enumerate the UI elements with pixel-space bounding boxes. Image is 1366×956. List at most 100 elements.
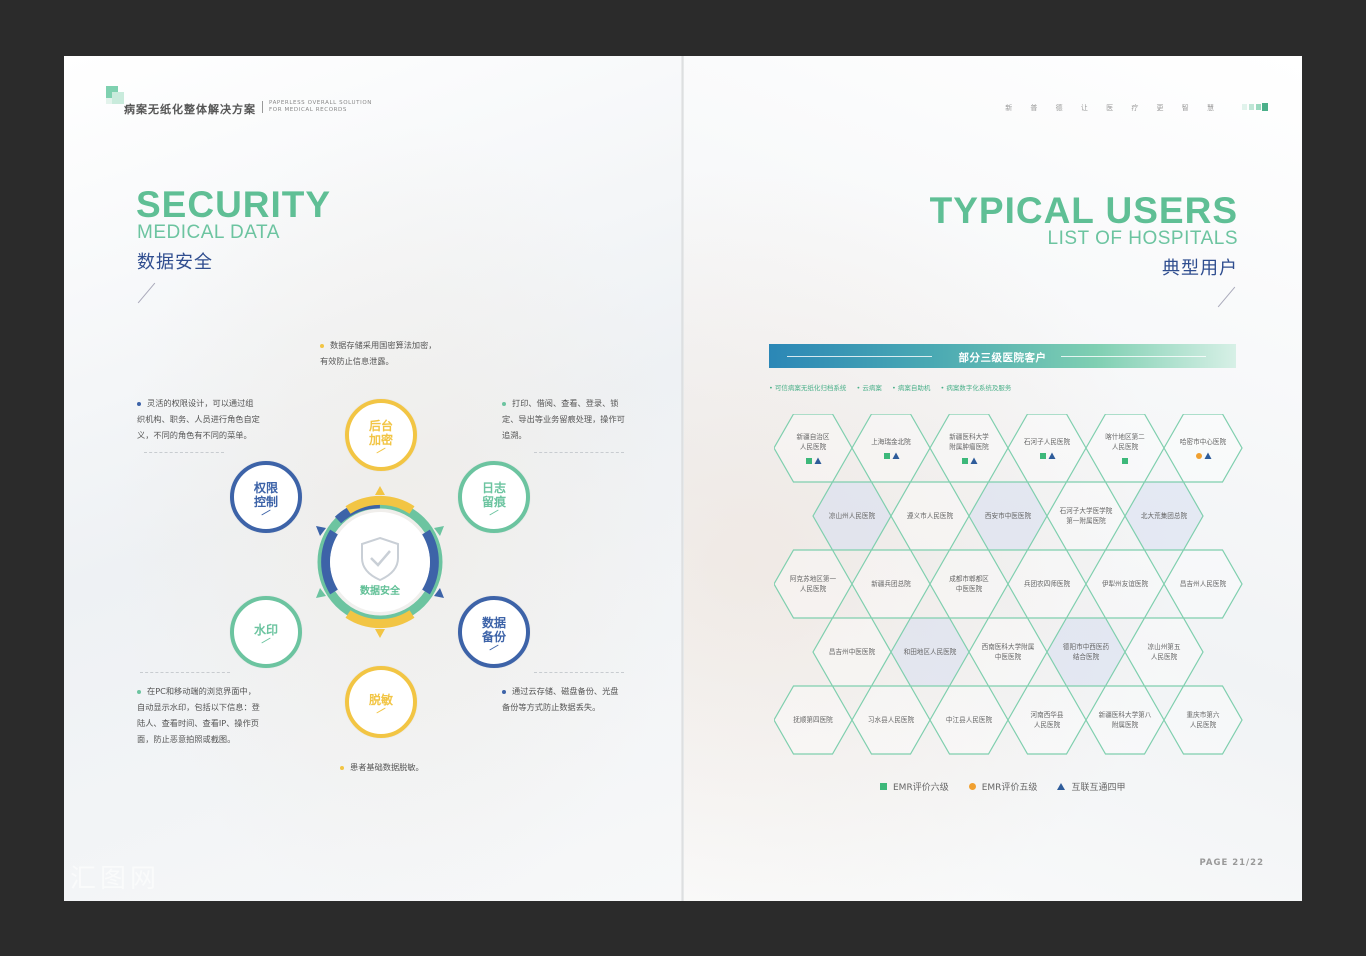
- hex-shape: [851, 414, 931, 483]
- hospital-name: 凉山州第五: [1148, 642, 1181, 651]
- hospital-name: 德阳市中西医药: [1063, 642, 1110, 651]
- hospital-name: 习水县人民医院: [868, 715, 915, 724]
- connector-line: [534, 672, 624, 673]
- arrow-icon: [434, 588, 444, 598]
- node-backup: 数据 备份: [458, 596, 530, 668]
- node-underline: [489, 644, 499, 651]
- hospital-hex: 伊犁州友谊医院: [1085, 549, 1165, 619]
- banner-text: 部分三级医院客户: [958, 352, 1047, 364]
- hospital-name: 河南西华县: [1031, 710, 1064, 719]
- hospital-name: 喀什地区第二: [1105, 432, 1145, 441]
- node-label: 控制: [253, 495, 278, 509]
- ring-seg-yellow: [345, 495, 415, 514]
- hospital-hex: 昌吉州中医医院: [812, 617, 892, 687]
- desc-log: 打印、借阅、查看、登录、锁 定、导出等业务留痕处理，操作可 追溯。: [502, 395, 625, 443]
- product-tag: • 病案数字化系统及服务: [940, 384, 1012, 392]
- node-label: 日志: [481, 481, 506, 495]
- center-ring: [316, 486, 444, 638]
- product-tag: • 云病案: [856, 384, 882, 392]
- legend-label: EMR评价六级: [893, 783, 949, 793]
- desc-permission-line: 织机构、职务、人员进行角色自定: [137, 414, 260, 424]
- page-subtitle: MEDICAL DATA: [137, 222, 280, 243]
- triangle-icon: [892, 452, 900, 459]
- hospital-name: 石河子大学医学院: [1060, 506, 1113, 515]
- title-slash: [1217, 286, 1236, 308]
- hex-shape: [1085, 685, 1165, 755]
- hospital-hex: 西安市中医医院: [968, 481, 1048, 551]
- hospital-hex: 上海瑞金北院: [851, 414, 931, 483]
- hospital-name: 阿克苏地区第一: [790, 574, 837, 583]
- product-tags: • 可信病案无纸化归档系统 • 云病案 • 病案自助机 • 病案数字化系统及服务: [769, 382, 1019, 392]
- node-desensitize: 脱敏: [345, 666, 417, 738]
- page-cn-title: 典型用户: [1162, 258, 1238, 279]
- desc-encrypt-line: 有效防止信息泄露。: [320, 356, 394, 366]
- connector-line: [140, 672, 230, 673]
- section-banner: 部分三级医院客户: [769, 344, 1236, 368]
- hospital-name: 人民医院: [800, 442, 827, 451]
- square-icon: [1122, 458, 1128, 464]
- shield-icon: [361, 536, 399, 582]
- page-subtitle: LIST OF HOSPITALS: [1047, 228, 1238, 249]
- node-label: 权限: [253, 481, 278, 495]
- hex-shape: [929, 549, 1009, 619]
- node-encrypt: 后台 加密: [345, 399, 417, 471]
- node-label: 脱敏: [368, 693, 393, 707]
- hospital-name: 西安市中医医院: [985, 511, 1032, 520]
- hospital-name: 中医医院: [956, 584, 983, 593]
- legend-item: EMR评价六级: [880, 780, 949, 793]
- hex-shape: [774, 549, 853, 619]
- legend-label: 互联互通四甲: [1071, 783, 1126, 793]
- hospital-name: 重庆市第六: [1187, 710, 1220, 719]
- hospital-name: 中医医院: [995, 652, 1022, 661]
- right-page: 新 普 德 让 医 疗 更 智 慧 TYPICAL USERS LIST OF …: [684, 56, 1302, 901]
- desc-backup-line: 通过云存储、磁盘备份、光盘: [512, 686, 619, 696]
- hospital-name: 新疆自治区: [797, 432, 830, 441]
- hex-shape: [1046, 617, 1126, 687]
- desc-watermark-line: 在PC和移动端的浏览界面中，: [147, 686, 256, 696]
- legend-label: EMR评价五级: [981, 783, 1038, 793]
- node-underline: [261, 637, 271, 644]
- desc-backup-line: 备份等方式防止数据丢失。: [502, 702, 601, 712]
- page-title: SECURITY: [136, 184, 332, 225]
- hex-shape: [1007, 414, 1087, 483]
- connector-line: [534, 452, 624, 453]
- page-number: PAGE 21/22: [1199, 858, 1264, 868]
- page-cn-title: 数据安全: [137, 252, 213, 273]
- circle-icon: [1196, 453, 1202, 459]
- brand-mark-icon: [1242, 103, 1268, 111]
- header-en-line1: PAPERLESS OVERALL SOLUTION: [269, 100, 372, 106]
- legend-item: EMR评价五级: [968, 780, 1038, 793]
- triangle-icon: [1204, 452, 1212, 459]
- desc-watermark: 在PC和移动端的浏览界面中， 自动显示水印，包括以下信息：登 陆人、查看时间、查…: [137, 683, 260, 747]
- hex-shape: [1046, 481, 1126, 551]
- ring-seg-yellow: [345, 610, 415, 629]
- hex-shape: [1124, 617, 1204, 687]
- hex-shape: [968, 617, 1048, 687]
- desc-encrypt-line: 数据存储采用国密算法加密，: [330, 340, 437, 350]
- hospital-name: 附属医院: [1112, 720, 1139, 729]
- node-underline: [489, 509, 499, 516]
- hospital-name: 哈密市中心医院: [1180, 437, 1227, 446]
- ring-seg-blue: [321, 529, 338, 595]
- left-page: 病案无纸化整体解决方案 PAPERLESS OVERALL SOLUTION F…: [64, 56, 682, 901]
- header-divider: [262, 101, 263, 113]
- legend: EMR评价六级 EMR评价五级 互联互通四甲: [880, 780, 1125, 793]
- hospital-name: 北大荒集团总院: [1141, 511, 1188, 520]
- node-label: 后台: [368, 419, 393, 433]
- hospital-name: 人民医院: [1151, 652, 1178, 661]
- hospital-name: 附属肿瘤医院: [949, 442, 989, 451]
- hospital-hex: 中江县人民医院: [929, 685, 1009, 755]
- page-gutter: [681, 56, 684, 901]
- hospital-hex: 和田地区人民医院: [890, 617, 970, 687]
- product-tag: • 病案自助机: [891, 384, 931, 392]
- watermark-text: 汇图网: [70, 864, 161, 894]
- desc-watermark-line: 陆人、查看时间、查看IP、操作页: [137, 718, 259, 728]
- hospital-name: 上海瑞金北院: [871, 437, 911, 446]
